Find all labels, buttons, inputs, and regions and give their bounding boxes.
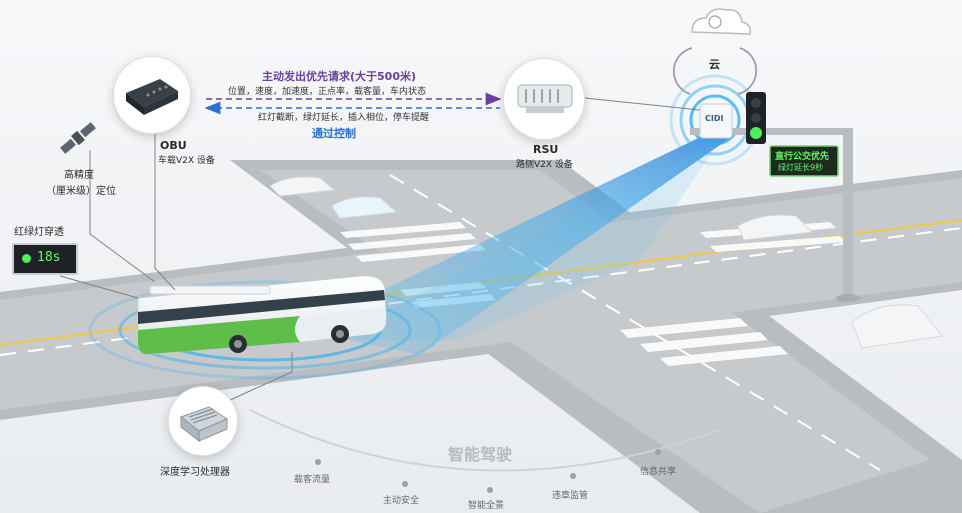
v2x-beam-glow: [330, 140, 720, 340]
feature-active-safety: 主动安全: [383, 496, 420, 506]
obu-device-image: [113, 56, 191, 134]
road-sign-line2: 绿灯延长9秒: [778, 163, 824, 172]
rsu-brand: CIDI: [705, 114, 724, 123]
signal-countdown-value: 18s: [37, 250, 61, 265]
rsu-subtitle: 路侧V2X 设备: [516, 160, 573, 170]
rsu-on-pole: [699, 103, 733, 139]
feature-smart-panorama: 智能全景: [468, 501, 505, 511]
control-message: 通过控制: [312, 127, 356, 140]
green-light-icon: [22, 254, 31, 263]
signal-pole: [690, 128, 860, 302]
rsu-device-image: [503, 58, 585, 140]
cloud-label: 云: [709, 58, 720, 71]
request-message: 主动发出优先请求(大于500米): [262, 70, 417, 83]
cloud-graphic: [672, 8, 758, 95]
rsu-box-icon: [517, 84, 573, 113]
gnss-label-line2: （厘米级）定位: [46, 186, 116, 197]
feature-dots: [315, 449, 661, 493]
feature-passenger-flow: 载客流量: [294, 475, 331, 485]
obu-title: OBU: [160, 139, 187, 152]
obu-box-icon: [126, 79, 178, 115]
signal-countdown-display: 18s: [12, 243, 78, 275]
feature-info-sharing: 信息共享: [640, 467, 677, 477]
gnss-label-line1: 高精度: [64, 170, 94, 181]
control-items-message: 红灯截断，绿灯延长，插入相位，停车提醒: [258, 113, 430, 123]
rsu-title: RSU: [533, 143, 559, 156]
obu-subtitle: 车载V2X 设备: [158, 156, 215, 166]
background-cars: [269, 176, 943, 349]
traffic-light: [746, 92, 766, 144]
arc-center-label: 智能驾驶: [448, 445, 513, 464]
bus: [137, 275, 387, 355]
dl-processor-image: [168, 386, 238, 456]
status-message: 位置，速度，加速度，正点率，载客量，车内状态: [228, 87, 427, 97]
signal-passthrough-label: 红绿灯穿透: [14, 227, 64, 238]
v2x-beam: [300, 130, 730, 355]
processor-box-icon: [179, 406, 229, 443]
leader-lines: [59, 97, 701, 401]
road-sign-line1: 直行公交优先: [775, 152, 830, 162]
dl-processor-label: 深度学习处理器: [160, 467, 230, 478]
feature-violation-supervision: 违章监管: [552, 491, 589, 501]
feature-arc: [249, 409, 721, 472]
satellite-icon: [60, 122, 96, 154]
road-sign-panel: [769, 145, 839, 177]
